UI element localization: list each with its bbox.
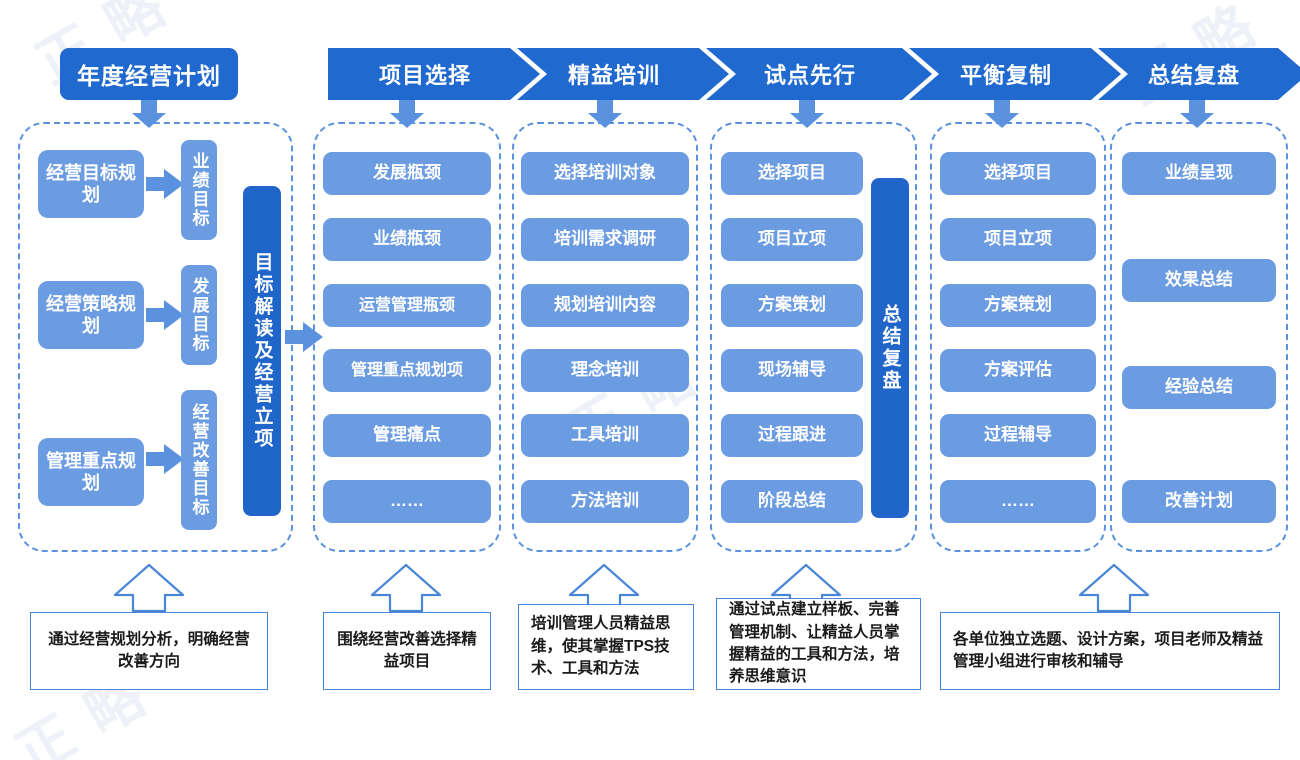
item-improvement-plan[interactable]: 改善计划: [1122, 480, 1276, 523]
item-tool-training[interactable]: 工具培训: [521, 414, 689, 457]
caption-replication: 各单位独立选题、设计方案，项目老师及精益管理小组进行审核和辅导: [940, 612, 1280, 690]
item-management-focus-plan[interactable]: 管理重点规划项: [323, 349, 491, 392]
down-arrow-icon-pilot-first: [790, 100, 824, 128]
up-arrow-icon-caption-5: [1078, 563, 1150, 613]
down-arrow-icon-summary-review: [1180, 100, 1214, 128]
column-lean-training: [512, 122, 698, 552]
item-phase-summary[interactable]: 阶段总结: [721, 480, 863, 523]
item-development-bottleneck[interactable]: 发展瓶颈: [323, 152, 491, 195]
planning-box-business-goal[interactable]: 经营目标规划: [38, 150, 144, 218]
item-management-pain-point[interactable]: 管理痛点: [323, 414, 491, 457]
item-plan-training-content[interactable]: 规划培训内容: [521, 284, 689, 327]
arrow-right-icon-goal-3: [146, 444, 184, 474]
caption-lean-training: 培训管理人员精益思维，使其掌握TPS技术、工具和方法: [518, 604, 694, 690]
down-arrow-icon-annual-plan: [132, 100, 166, 128]
item-solution-planning-replication[interactable]: 方案策划: [940, 284, 1096, 327]
stage-header-pilot-first[interactable]: 试点先行: [706, 48, 932, 100]
vertical-bar-goal-interpretation[interactable]: 目标解读及经营立项: [243, 186, 281, 516]
item-solution-planning-pilot[interactable]: 方案策划: [721, 284, 863, 327]
item-effect-summary[interactable]: 效果总结: [1122, 259, 1276, 302]
up-arrow-icon-caption-1: [113, 563, 185, 613]
item-training-needs-survey[interactable]: 培训需求调研: [521, 218, 689, 261]
arrow-right-icon-to-project-selection: [285, 322, 323, 352]
stage-header-balanced-replication[interactable]: 平衡复制: [909, 48, 1121, 100]
item-performance-presentation[interactable]: 业绩呈现: [1122, 152, 1276, 195]
arrow-right-icon-goal-1: [146, 169, 184, 199]
item-operation-bottleneck[interactable]: 运营管理瓶颈: [323, 284, 491, 327]
arrow-right-icon-goal-2: [146, 300, 184, 330]
item-onsite-coaching[interactable]: 现场辅导: [721, 349, 863, 392]
stage-header-project-selection[interactable]: 项目选择: [328, 48, 540, 100]
caption-pilot-first: 通过试点建立样板、完善管理机制、让精益人员掌握精益的工具和方法，培养思维意识: [716, 598, 921, 690]
vertical-bar-summary-review-pilot[interactable]: 总结复盘: [871, 178, 909, 518]
item-select-project-replication[interactable]: 选择项目: [940, 152, 1096, 195]
item-solution-evaluation[interactable]: 方案评估: [940, 349, 1096, 392]
goal-box-improvement[interactable]: 经营改善目标: [181, 390, 217, 530]
item-process-follow-up[interactable]: 过程跟进: [721, 414, 863, 457]
item-select-trainees[interactable]: 选择培训对象: [521, 152, 689, 195]
planning-box-business-strategy[interactable]: 经营策略规划: [38, 281, 144, 349]
item-select-project-pilot[interactable]: 选择项目: [721, 152, 863, 195]
column-balanced-replication: [930, 122, 1106, 552]
column-summary-review: [1110, 122, 1288, 552]
item-experience-summary[interactable]: 经验总结: [1122, 366, 1276, 409]
up-arrow-icon-caption-2: [370, 563, 442, 613]
planning-box-management-focus[interactable]: 管理重点规划: [38, 438, 144, 506]
goal-box-performance[interactable]: 业绩目标: [181, 140, 217, 240]
item-process-coaching[interactable]: 过程辅导: [940, 414, 1096, 457]
goal-box-development[interactable]: 发展目标: [181, 265, 217, 365]
item-performance-bottleneck[interactable]: 业绩瓶颈: [323, 218, 491, 261]
column-pilot-first: [710, 122, 917, 552]
down-arrow-icon-project-selection: [390, 100, 424, 128]
down-arrow-icon-balanced-replication: [985, 100, 1019, 128]
item-method-training[interactable]: 方法培训: [521, 480, 689, 523]
down-arrow-icon-lean-training: [588, 100, 622, 128]
item-concept-training[interactable]: 理念培训: [521, 349, 689, 392]
stage-header-summary-review[interactable]: 总结复盘: [1098, 48, 1300, 100]
caption-annual-plan: 通过经营规划分析，明确经营改善方向: [30, 612, 268, 690]
annual-plan-title: 年度经营计划: [60, 48, 238, 100]
item-ellipsis-project-selection[interactable]: ……: [323, 480, 491, 523]
item-ellipsis-replication[interactable]: ……: [940, 480, 1096, 523]
stage-header-lean-training[interactable]: 精益培训: [517, 48, 729, 100]
item-project-initiation-pilot[interactable]: 项目立项: [721, 218, 863, 261]
caption-project-selection: 围绕经营改善选择精益项目: [323, 612, 491, 690]
item-project-initiation-replication[interactable]: 项目立项: [940, 218, 1096, 261]
